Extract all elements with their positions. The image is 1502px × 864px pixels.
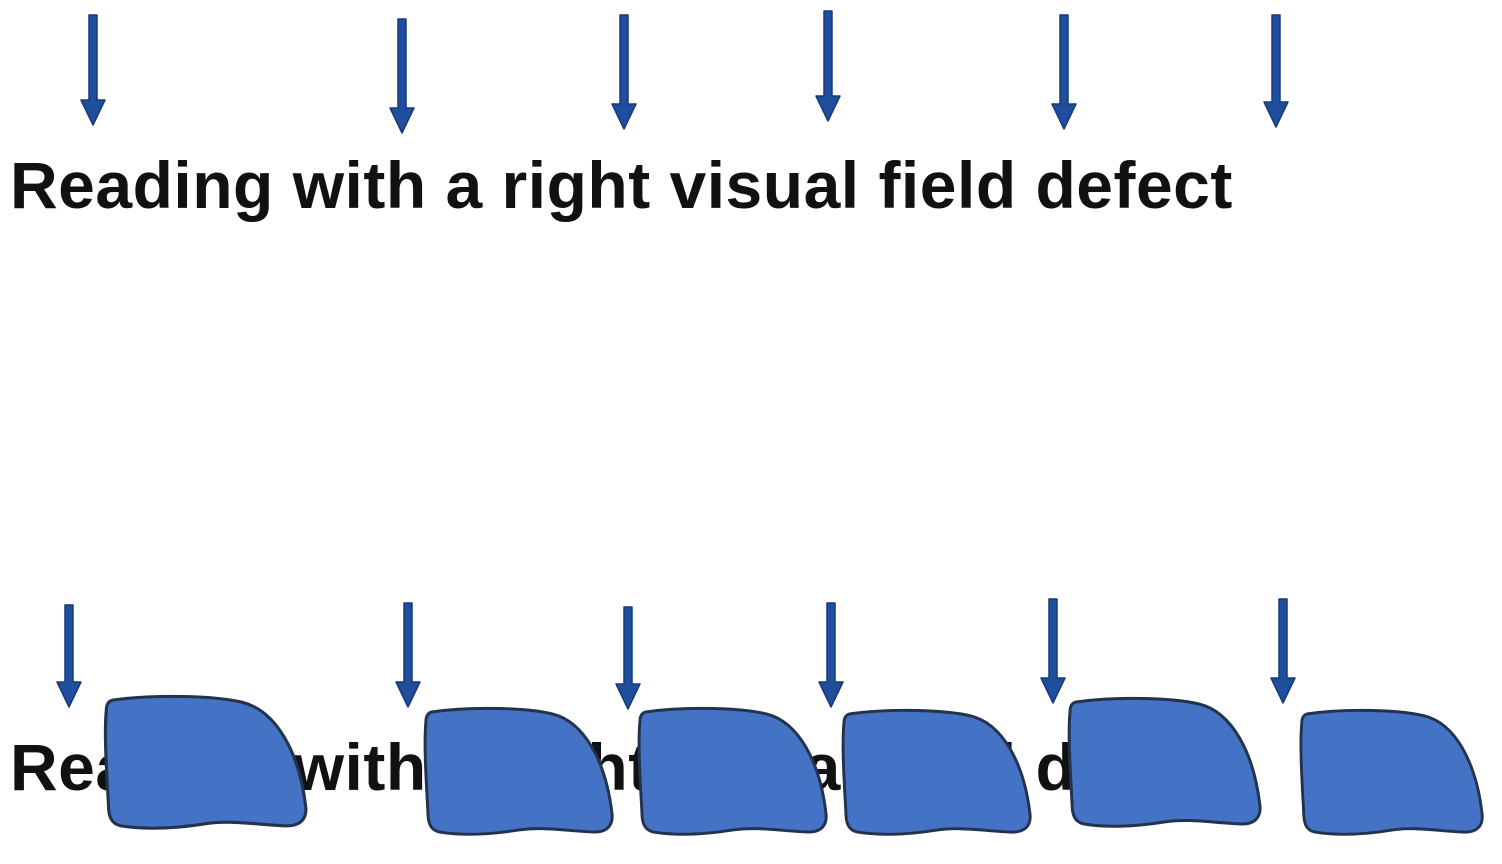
down-arrow-icon xyxy=(80,14,106,126)
down-arrow-icon xyxy=(818,602,844,708)
down-arrow-icon xyxy=(1051,14,1077,130)
down-arrow-icon xyxy=(1270,598,1296,704)
down-arrow-icon xyxy=(815,10,841,122)
down-arrow-icon xyxy=(395,602,421,708)
panel-normal-reading xyxy=(0,0,1502,260)
scotoma-icon xyxy=(1067,696,1262,828)
scotoma-icon xyxy=(1299,708,1484,836)
scotoma-icon xyxy=(423,706,614,836)
down-arrow-icon xyxy=(615,606,641,710)
panel-defect-reading xyxy=(0,590,1502,864)
down-arrow-icon xyxy=(56,604,82,708)
down-arrow-icon xyxy=(389,18,415,134)
reading-sentence-top: Reading with a right visual field defect xyxy=(10,148,1233,222)
down-arrow-icon xyxy=(1263,14,1289,128)
scotoma-icon xyxy=(637,706,828,836)
down-arrow-icon xyxy=(1040,598,1066,704)
down-arrow-icon xyxy=(611,14,637,130)
scotoma-icon xyxy=(103,694,308,830)
scotoma-icon xyxy=(841,708,1032,836)
